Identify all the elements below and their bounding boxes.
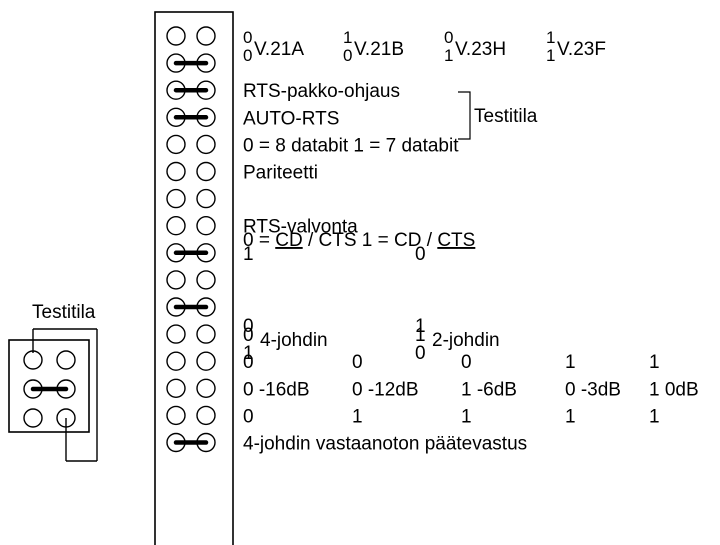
mode-v23h-top: 0 bbox=[444, 28, 453, 47]
pin-right bbox=[196, 161, 216, 182]
pin-row bbox=[166, 270, 216, 290]
pin-row bbox=[166, 405, 216, 426]
wire-left-bottom: 1 bbox=[243, 343, 254, 364]
row-label: 1 bbox=[352, 406, 363, 427]
pin-left bbox=[166, 351, 186, 371]
pin-row bbox=[166, 351, 216, 371]
row-label: 4-johdin vastaanoton päätevastus bbox=[243, 434, 527, 455]
inset-pin-left bbox=[23, 350, 43, 370]
pin-rows bbox=[166, 26, 216, 453]
row-label: 0 -16dB bbox=[243, 379, 310, 400]
pin-left bbox=[166, 215, 186, 236]
row-label: 1 bbox=[415, 325, 426, 346]
mode-v23h-bottom: 1 bbox=[444, 46, 453, 65]
row-label: 1 bbox=[243, 244, 254, 265]
mode-v21a-top: 0 bbox=[243, 28, 252, 47]
row-label: 0 bbox=[243, 352, 254, 373]
pin-left bbox=[166, 26, 186, 46]
inset-pin-right bbox=[56, 350, 76, 370]
row-label: 0 bbox=[461, 352, 472, 373]
pin-header-frame bbox=[154, 11, 234, 545]
mode-v21a-label: V.21A bbox=[254, 39, 304, 60]
testitila-inset-title: Testitila bbox=[32, 302, 96, 323]
pin-row bbox=[166, 188, 216, 209]
pin-row bbox=[166, 297, 216, 317]
pin-row bbox=[166, 324, 216, 344]
testitila-pins bbox=[23, 350, 76, 428]
row-label: 1 bbox=[565, 406, 576, 427]
mode-v23h-label: V.23H bbox=[455, 39, 506, 60]
pin-row bbox=[166, 432, 216, 453]
mode-v21b-bottom: 0 bbox=[343, 46, 352, 65]
pin-right bbox=[196, 351, 216, 371]
inset-pin-left bbox=[23, 408, 43, 428]
wire-left-label: 4-johdin bbox=[260, 330, 328, 351]
row-label: RTS-valvonta bbox=[243, 217, 358, 238]
pin-left bbox=[166, 188, 186, 209]
mode-v23f-label: V.23F bbox=[557, 39, 606, 60]
pin-row bbox=[166, 134, 216, 155]
pin-right bbox=[196, 405, 216, 426]
pin-row bbox=[166, 378, 216, 398]
row-label: 1 bbox=[649, 352, 660, 373]
wire-left-top: 0 bbox=[243, 316, 254, 337]
row-label: 1 bbox=[565, 352, 576, 373]
mode-v21a-bottom: 0 bbox=[243, 46, 252, 65]
row-label: 1 bbox=[461, 406, 472, 427]
pin-left bbox=[166, 270, 186, 290]
row-label: 1 -6dB bbox=[461, 379, 517, 400]
testitila-bracket bbox=[458, 91, 471, 140]
wire-mode-options: 0 1 4-johdin 1 0 2-johdin bbox=[243, 316, 500, 364]
pin-row bbox=[166, 161, 216, 182]
row-label: 0 bbox=[352, 352, 363, 373]
pin-left bbox=[166, 405, 186, 426]
mode-v23f-top: 1 bbox=[546, 28, 555, 47]
pin-right bbox=[196, 324, 216, 344]
row-label: 0 -3dB bbox=[565, 379, 621, 400]
wire-right-label: 2-johdin bbox=[432, 330, 500, 351]
mode-v21b-label: V.21B bbox=[354, 39, 404, 60]
testitila-inset: Testitila bbox=[8, 302, 98, 462]
pin-left bbox=[166, 161, 186, 182]
wire-right-bottom: 0 bbox=[415, 343, 426, 364]
mode-v21b-top: 1 bbox=[343, 28, 352, 47]
row-label: 0 bbox=[243, 325, 254, 346]
pin-left bbox=[166, 134, 186, 155]
pin-right bbox=[196, 215, 216, 236]
row-label: 1 bbox=[649, 406, 660, 427]
row-label: 0 bbox=[243, 406, 254, 427]
testitila-bracket-label: Testitila bbox=[474, 106, 538, 127]
row-label: 0 -12dB bbox=[352, 379, 419, 400]
row-label: 0 bbox=[415, 244, 426, 265]
pin-left bbox=[166, 324, 186, 344]
pin-row bbox=[166, 215, 216, 236]
pin-right bbox=[196, 378, 216, 398]
pin-row bbox=[166, 107, 216, 128]
pin-row bbox=[166, 53, 216, 73]
pin-row bbox=[166, 26, 216, 46]
mode-v23f-bottom: 1 bbox=[546, 46, 555, 65]
pin-right bbox=[196, 188, 216, 209]
wire-right-top: 1 bbox=[415, 316, 426, 337]
row-label: 0 = 8 databit 1 = 7 databit bbox=[243, 135, 459, 156]
pin-right bbox=[196, 134, 216, 155]
pin-right bbox=[196, 26, 216, 46]
testitila-inset-frame bbox=[8, 339, 90, 433]
pin-left bbox=[166, 378, 186, 398]
pin-right bbox=[196, 270, 216, 290]
modem-mode-options: 0 0 V.21A 1 0 V.21B 0 1 V.23H 1 1 V.23F bbox=[243, 28, 606, 65]
row-label: Pariteetti bbox=[243, 163, 318, 184]
cd-cts-option: 0 = CD / CTS 1 = CD / CTS bbox=[243, 230, 475, 251]
pin-row bbox=[166, 80, 216, 100]
row-label: AUTO-RTS bbox=[243, 108, 339, 129]
pin-row bbox=[166, 243, 216, 263]
row-label: 1 0dB bbox=[649, 379, 699, 400]
row-label: RTS-pakko-ohjaus bbox=[243, 81, 400, 102]
